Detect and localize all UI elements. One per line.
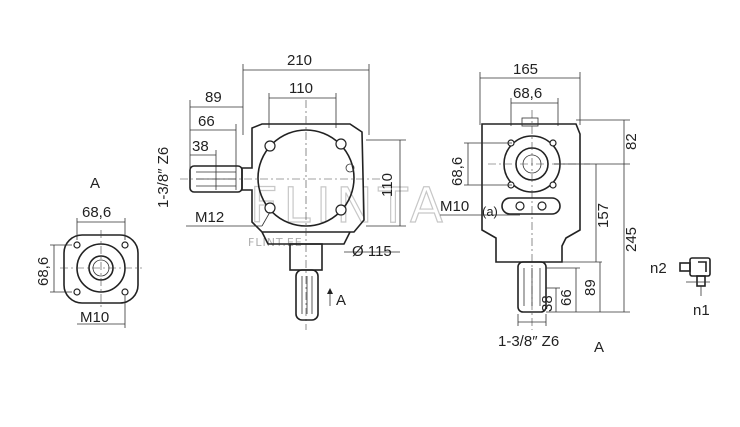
spline-bottom-label: 1-3/8″ Z6 <box>498 333 559 350</box>
bolt-hole <box>73 288 81 296</box>
watermark-site: FLINT.EE <box>248 236 303 249</box>
dim-38-bottom: 38 <box>539 295 556 312</box>
dim-110-right: 110 <box>379 173 396 197</box>
dim-89-bottom: 89 <box>582 279 599 296</box>
view-a-label-bottom: A <box>594 339 604 356</box>
view-front-main: 210 110 89 66 38 1-3/8″ Z6 <box>155 52 406 330</box>
side-output-shaft <box>517 261 547 313</box>
bolt-hole <box>121 241 129 249</box>
dim-157: 157 <box>595 203 612 228</box>
m10-right-label: M10 <box>440 198 469 215</box>
dim-68-6-small-top: 68,6 <box>82 204 111 221</box>
plug <box>345 163 355 173</box>
body-cover-circle <box>257 129 355 227</box>
leader-line <box>261 211 271 227</box>
rotation-input-stub <box>679 262 691 272</box>
cover-bolt <box>264 140 276 152</box>
bolt-bar <box>501 197 561 215</box>
cover-bolt <box>264 202 276 214</box>
m12-label: M12 <box>195 209 224 226</box>
dim-38-left: 38 <box>192 138 209 155</box>
dim-68-6-top-right: 68,6 <box>513 85 542 102</box>
dim-110-top: 110 <box>289 80 313 97</box>
view-a-label-left: A <box>90 175 100 192</box>
gearbox-body <box>241 123 365 233</box>
spline-left-label: 1-3/8″ Z6 <box>155 147 172 208</box>
m10-small-label: M10 <box>80 309 109 326</box>
side-body <box>481 123 581 263</box>
view-arrow-head <box>327 288 333 294</box>
n2-label: n2 <box>650 260 667 277</box>
dim-66-bottom: 66 <box>558 289 575 306</box>
cover-bolt <box>335 138 347 150</box>
dim-210: 210 <box>287 52 312 69</box>
dim-82: 82 <box>623 133 640 150</box>
bolt-hole <box>537 201 547 211</box>
bolt-hole <box>549 139 557 147</box>
output-shaft <box>295 269 319 321</box>
dim-165: 165 <box>513 61 538 78</box>
vent-cap <box>521 117 539 127</box>
n1-label: n1 <box>693 302 710 319</box>
bolt-hole <box>515 201 525 211</box>
dim-68-6-vert-right: 68,6 <box>449 157 466 186</box>
cover-bolt <box>335 204 347 216</box>
rotation-box <box>689 257 711 277</box>
bolt-hole <box>549 181 557 189</box>
watermark: FLINTA FLINT.EE <box>248 177 449 249</box>
dim-115-label: Ø 115 <box>352 243 392 260</box>
watermark-brand: FLINTA <box>250 178 449 234</box>
rotation-diagram: n2 n1 <box>650 257 711 319</box>
view-side-right: 165 68,6 68,6 M10 (a) <box>440 61 640 356</box>
bolt-hole <box>73 241 81 249</box>
dim-68-6-small-left: 68,6 <box>35 257 52 286</box>
bolt-hole <box>121 288 129 296</box>
dim-66-left: 66 <box>198 113 215 130</box>
m10-note-marker: (a) <box>482 204 498 219</box>
dim-89-left: 89 <box>205 89 222 106</box>
rotation-output-stub <box>696 275 706 287</box>
arrow-a-label: A <box>336 292 346 309</box>
dim-245: 245 <box>623 227 640 252</box>
rotation-arrow <box>698 261 707 272</box>
view-a-small: A 68,6 68,6 M10 <box>35 175 142 328</box>
